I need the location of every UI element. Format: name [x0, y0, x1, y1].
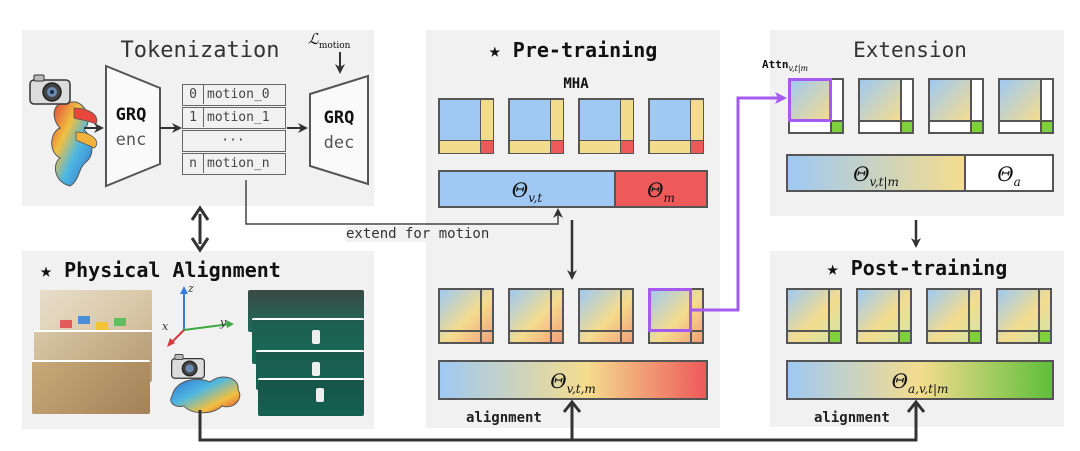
attention-matrix	[438, 98, 494, 154]
merged-attention-matrix	[438, 288, 494, 344]
theta-a-bar: Θa	[964, 154, 1054, 192]
motion-loss-label: ℒmotion	[308, 30, 351, 51]
attn-label: Attnv,t|m	[762, 58, 809, 74]
axis-x-label: x	[162, 320, 169, 333]
codebook-index: n	[183, 154, 204, 173]
theta-m-bar: Θm	[614, 170, 708, 208]
highlighted-attention-block	[788, 78, 832, 122]
pretraining-alignment-label: alignment	[466, 410, 542, 426]
merged-attention-matrix	[578, 288, 634, 344]
physical-alignment-title: ★ Physical Alignment	[40, 258, 281, 282]
camera-icon	[29, 74, 71, 105]
extend-for-motion-label: extend for motion	[346, 226, 490, 242]
encoder-sub: enc	[115, 130, 147, 150]
camera-icon	[171, 354, 205, 379]
posttraining-attention-matrix	[856, 288, 912, 344]
codebook-table: 0 motion_0 1 motion_1 ··· n motion_n	[182, 84, 286, 176]
extension-attention-matrix	[928, 78, 984, 134]
extension-title: Extension	[853, 38, 967, 62]
codebook-index: 1	[183, 108, 204, 127]
codebook-row: 1 motion_1	[182, 107, 286, 129]
tabletop-photo-3	[32, 360, 150, 414]
merged-attention-matrix	[508, 288, 564, 344]
pretraining-title: ★ Pre-training	[488, 38, 658, 62]
attention-matrix	[648, 98, 704, 154]
codebook-label: motion_n	[207, 156, 270, 171]
grq-decoder	[309, 74, 369, 186]
extension-attention-matrix	[858, 78, 914, 134]
codebook-row: 0 motion_0	[182, 84, 286, 106]
hand-model-illustration	[51, 101, 98, 187]
hand-model-illustration	[170, 376, 241, 414]
theta-vt-bar: Θv,t	[438, 170, 616, 208]
decoder-sub: dec	[323, 133, 355, 153]
codebook-ellipsis: ···	[221, 133, 245, 148]
theta-avtm-bar: Θa,v,t|m	[786, 360, 1054, 400]
theta-vtm-bar: Θv,t,m	[438, 360, 708, 400]
posttraining-attention-matrix	[996, 288, 1052, 344]
highlighted-attention-block	[648, 288, 692, 332]
codebook-row: ···	[182, 130, 286, 152]
posttraining-title: ★ Post-training	[826, 256, 1008, 280]
attention-matrix	[578, 98, 634, 154]
attention-matrix	[508, 98, 564, 154]
posttraining-alignment-label: alignment	[814, 410, 890, 426]
coordinate-axes	[167, 286, 234, 347]
posttraining-attention-matrix	[926, 288, 982, 344]
axis-z-label: z	[188, 282, 194, 295]
theta-vt-given-m-bar: Θv,t|m	[786, 154, 966, 192]
robot-photo-4	[258, 378, 364, 416]
codebook-row: n motion_n	[182, 153, 286, 175]
encoder-name: GRQ	[115, 105, 147, 125]
extension-attention-matrix	[998, 78, 1054, 134]
posttraining-attention-matrix	[786, 288, 842, 344]
decoder-name: GRQ	[323, 108, 355, 128]
codebook-index: 0	[183, 85, 204, 104]
axis-y-label: y	[220, 316, 227, 329]
codebook-label: motion_1	[207, 110, 270, 125]
grq-encoder	[105, 64, 161, 188]
tokenization-title: Tokenization	[120, 38, 280, 63]
codebook-label: motion_0	[207, 87, 270, 102]
mha-label: MHA	[563, 76, 589, 92]
